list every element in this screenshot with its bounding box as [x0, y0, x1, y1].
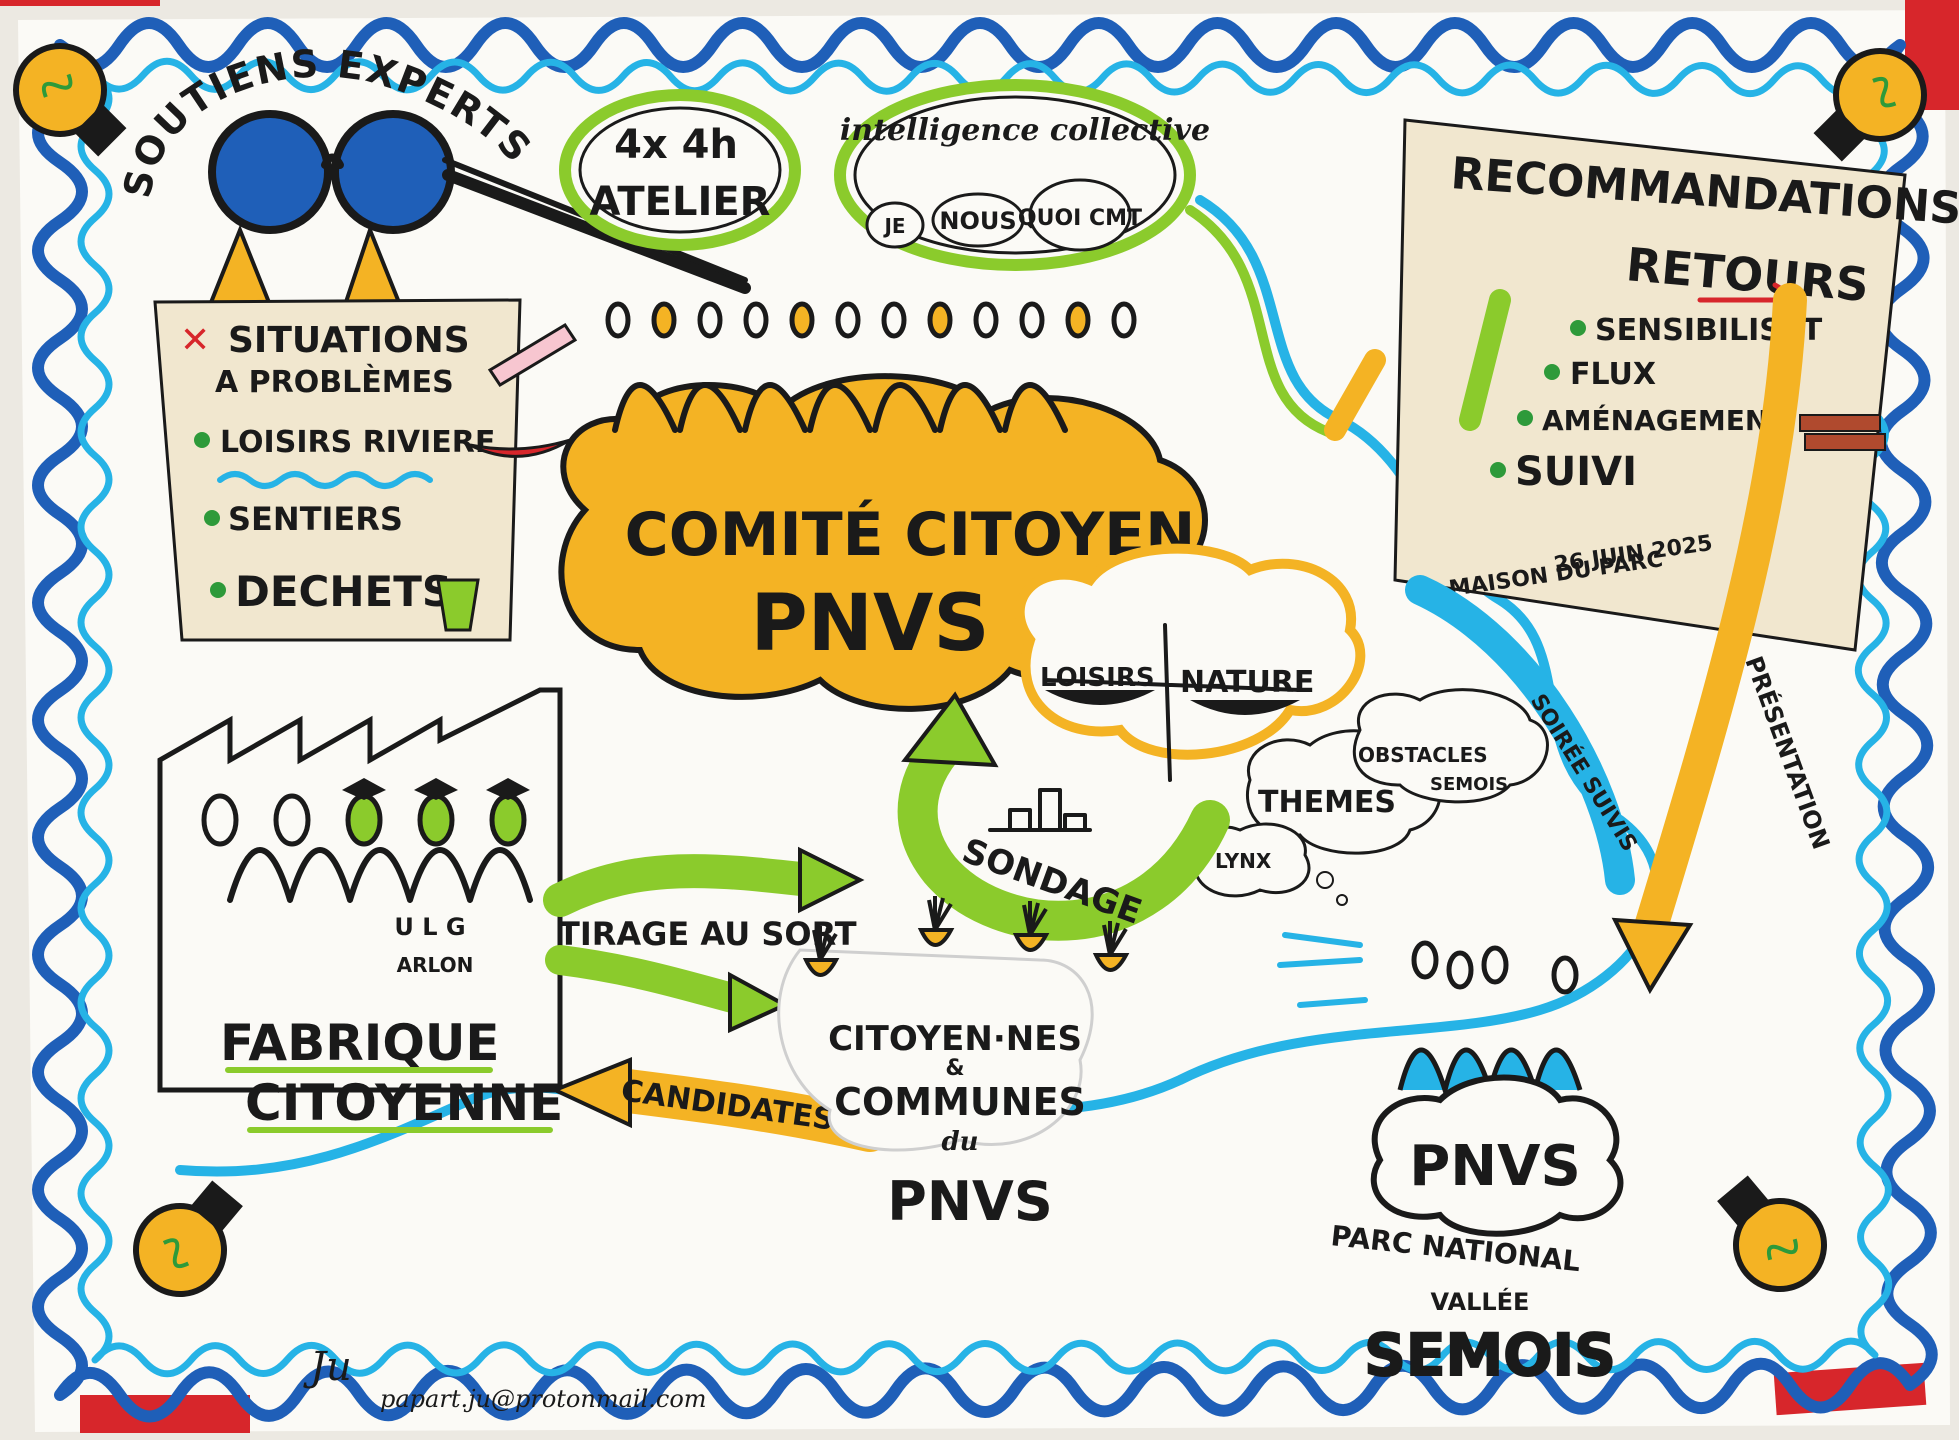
graduate-head [417, 793, 455, 847]
person-head [1446, 950, 1474, 990]
fabrique-line2: CITOYENNE [245, 1074, 563, 1132]
citizens-line3: du [941, 1127, 978, 1157]
person-head [743, 301, 769, 339]
intelligence-title: intelligence collective [840, 113, 1210, 148]
citizens-line4: PNVS [887, 1170, 1052, 1233]
atelier-line2: ATELIER [590, 179, 771, 225]
person-head [835, 301, 861, 339]
person-head [881, 301, 907, 339]
person-head [651, 301, 677, 339]
person-head [927, 301, 953, 339]
person-head [973, 301, 999, 339]
themes-sub2: SEMOIS [1430, 774, 1508, 795]
fabrique-ulg: U L G [394, 913, 465, 941]
bubble-quoi-cmt: QUOI CMT [1018, 206, 1142, 231]
factory-icon: U L G ARLON FABRIQUE CITOYENNE [157, 687, 563, 1133]
citizens-section: CITOYEN·NES & COMMUNES du PNVS [777, 896, 1130, 1233]
wavy-border-outer [32, 17, 1938, 1423]
graduation-cap-icon [486, 778, 530, 800]
graduates-row [201, 778, 530, 847]
person-head [1411, 940, 1439, 980]
balance-left: LOISIRS [1040, 663, 1155, 693]
park-line2: VALLÉE [1431, 1287, 1530, 1316]
themes-sub1: OBSTACLES [1358, 743, 1488, 767]
problem-item-sentiers: SENTIERS [228, 500, 403, 538]
themes-main: THEMES [1258, 785, 1396, 820]
problem-item-loisirs: LOISIRS RIVIERE [220, 425, 495, 460]
person-head [605, 301, 631, 339]
graduate-head [345, 793, 383, 847]
raised-arm-left [1324, 349, 1386, 441]
lightbulb-icon [1813, 47, 1927, 162]
footer: Ju papart.ju@protonmail.com [303, 1344, 707, 1413]
themes-small: LYNX [1215, 849, 1272, 873]
problem-item-dechets: DECHETS [235, 567, 452, 616]
scale-icon [1043, 623, 1302, 782]
river-green-line [1185, 205, 1333, 437]
lightbulb-icon [1717, 1175, 1827, 1292]
raised-hand-icon [802, 926, 840, 977]
atelier-line1: 4x 4h [614, 122, 738, 168]
logs-icon [1799, 414, 1886, 451]
bubble-je: JE [882, 214, 905, 238]
balance-right: NATURE [1180, 665, 1314, 700]
tirage-label-1: TIRAGE AU SORT [558, 915, 857, 953]
problems-title-line1: SITUATIONS [228, 320, 470, 361]
person-head [1481, 945, 1509, 985]
signature-icon: Ju [303, 1344, 352, 1390]
person-head [1551, 955, 1579, 995]
person-head [697, 301, 723, 339]
person-head [1019, 301, 1045, 339]
citizens-line1: CITOYEN·NES [828, 1019, 1082, 1059]
raised-hand-icon [1092, 921, 1130, 972]
bubble-nous: NOUS [939, 207, 1016, 235]
raised-arm-right [1459, 289, 1511, 431]
graduation-cap-icon [342, 778, 386, 800]
raised-hand-icon [1012, 901, 1050, 952]
problems-mark: ✕ [180, 320, 210, 361]
raised-hand-icon [917, 896, 955, 947]
reco-item-flux: FLUX [1570, 357, 1656, 392]
problems-panel: ✕ SITUATIONS A PROBLÈMES LOISIRS RIVIERE… [153, 298, 578, 642]
raised-hands [802, 896, 1130, 977]
lightbulb-icon [12, 42, 127, 157]
reco-item-suivi: SUIVI [1515, 449, 1637, 495]
reco-item-amenagement: AMÉNAGEMENT [1542, 403, 1787, 437]
citizens-amp: & [945, 1056, 964, 1081]
tape-top-left [0, 0, 160, 6]
atelier-cloud: 4x 4h ATELIER [559, 89, 801, 251]
person-head [1065, 301, 1091, 339]
graduate-head [489, 793, 527, 847]
person-head [1111, 301, 1137, 339]
committee-line2: PNVS [751, 579, 990, 669]
park-name: PNVS [1409, 1134, 1581, 1199]
park-section: PNVS PARC NATIONAL VALLÉE SEMOIS [1277, 932, 1624, 1390]
graduation-cap-icon [414, 778, 458, 800]
committee-line1: COMITÉ CITOYEN [625, 498, 1196, 570]
bar-chart-icon [988, 788, 1092, 832]
intelligence-cloud: intelligence collective JE NOUS QUOI CMT [834, 79, 1210, 271]
citizens-line2: COMMUNES [834, 1080, 1086, 1124]
themes-thoughts: THEMES OBSTACLES SEMOIS LYNX [1191, 688, 1549, 906]
tirage-arrows: TIRAGE AU SORT [543, 846, 865, 1034]
footer-email: papart.ju@protonmail.com [380, 1385, 707, 1413]
balance-cloud: LOISIRS NATURE [1014, 543, 1366, 782]
park-line3: SEMOIS [1364, 1321, 1616, 1389]
bin-icon [436, 578, 480, 632]
glasses-icon [207, 110, 751, 307]
people-row [605, 301, 1137, 339]
problems-title-line2: A PROBLÈMES [215, 364, 454, 400]
fabrique-arlon: ARLON [397, 953, 474, 977]
lightbulb-icon [133, 1180, 243, 1297]
pen-icon [487, 322, 578, 388]
graduate-head [201, 793, 239, 847]
graduate-head [273, 793, 311, 847]
fabrique-line1: FABRIQUE [220, 1014, 500, 1072]
person-head [789, 301, 815, 339]
